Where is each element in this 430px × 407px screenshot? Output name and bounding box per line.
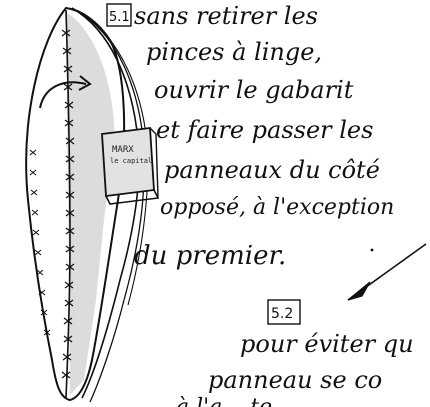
ink-dot [371, 249, 374, 252]
step-5-1-line-3: ouvrir le gabarit [154, 76, 354, 104]
step-5-1-line-6: opposé, à l'exception [160, 195, 394, 220]
step-5-1-line-2: pinces à linge, [146, 38, 322, 66]
book-title: MARX [112, 145, 134, 155]
leaf-wash [66, 12, 115, 395]
step-5-1-line-4: et faire passer les [156, 116, 373, 144]
step-5-2-number: 5.2 [271, 306, 293, 322]
step-5-1-line-1: sans retirer les [134, 2, 318, 30]
step-5-2-line-3: à l'a ...te [176, 395, 272, 407]
book-icon: MARX le capital [102, 128, 158, 204]
step-5-1-line-5: panneaux du côté [164, 156, 380, 184]
pointer-arrow-head [348, 282, 370, 300]
step-5-1-number: 5.1 [109, 10, 130, 25]
step-5-2-line-1: pour éviter qu [240, 330, 414, 358]
book-subtitle: le capital [110, 157, 152, 165]
step-5-1-line-7: du premier. [134, 241, 286, 271]
step-5-2-line-2: panneau se co [208, 366, 382, 394]
